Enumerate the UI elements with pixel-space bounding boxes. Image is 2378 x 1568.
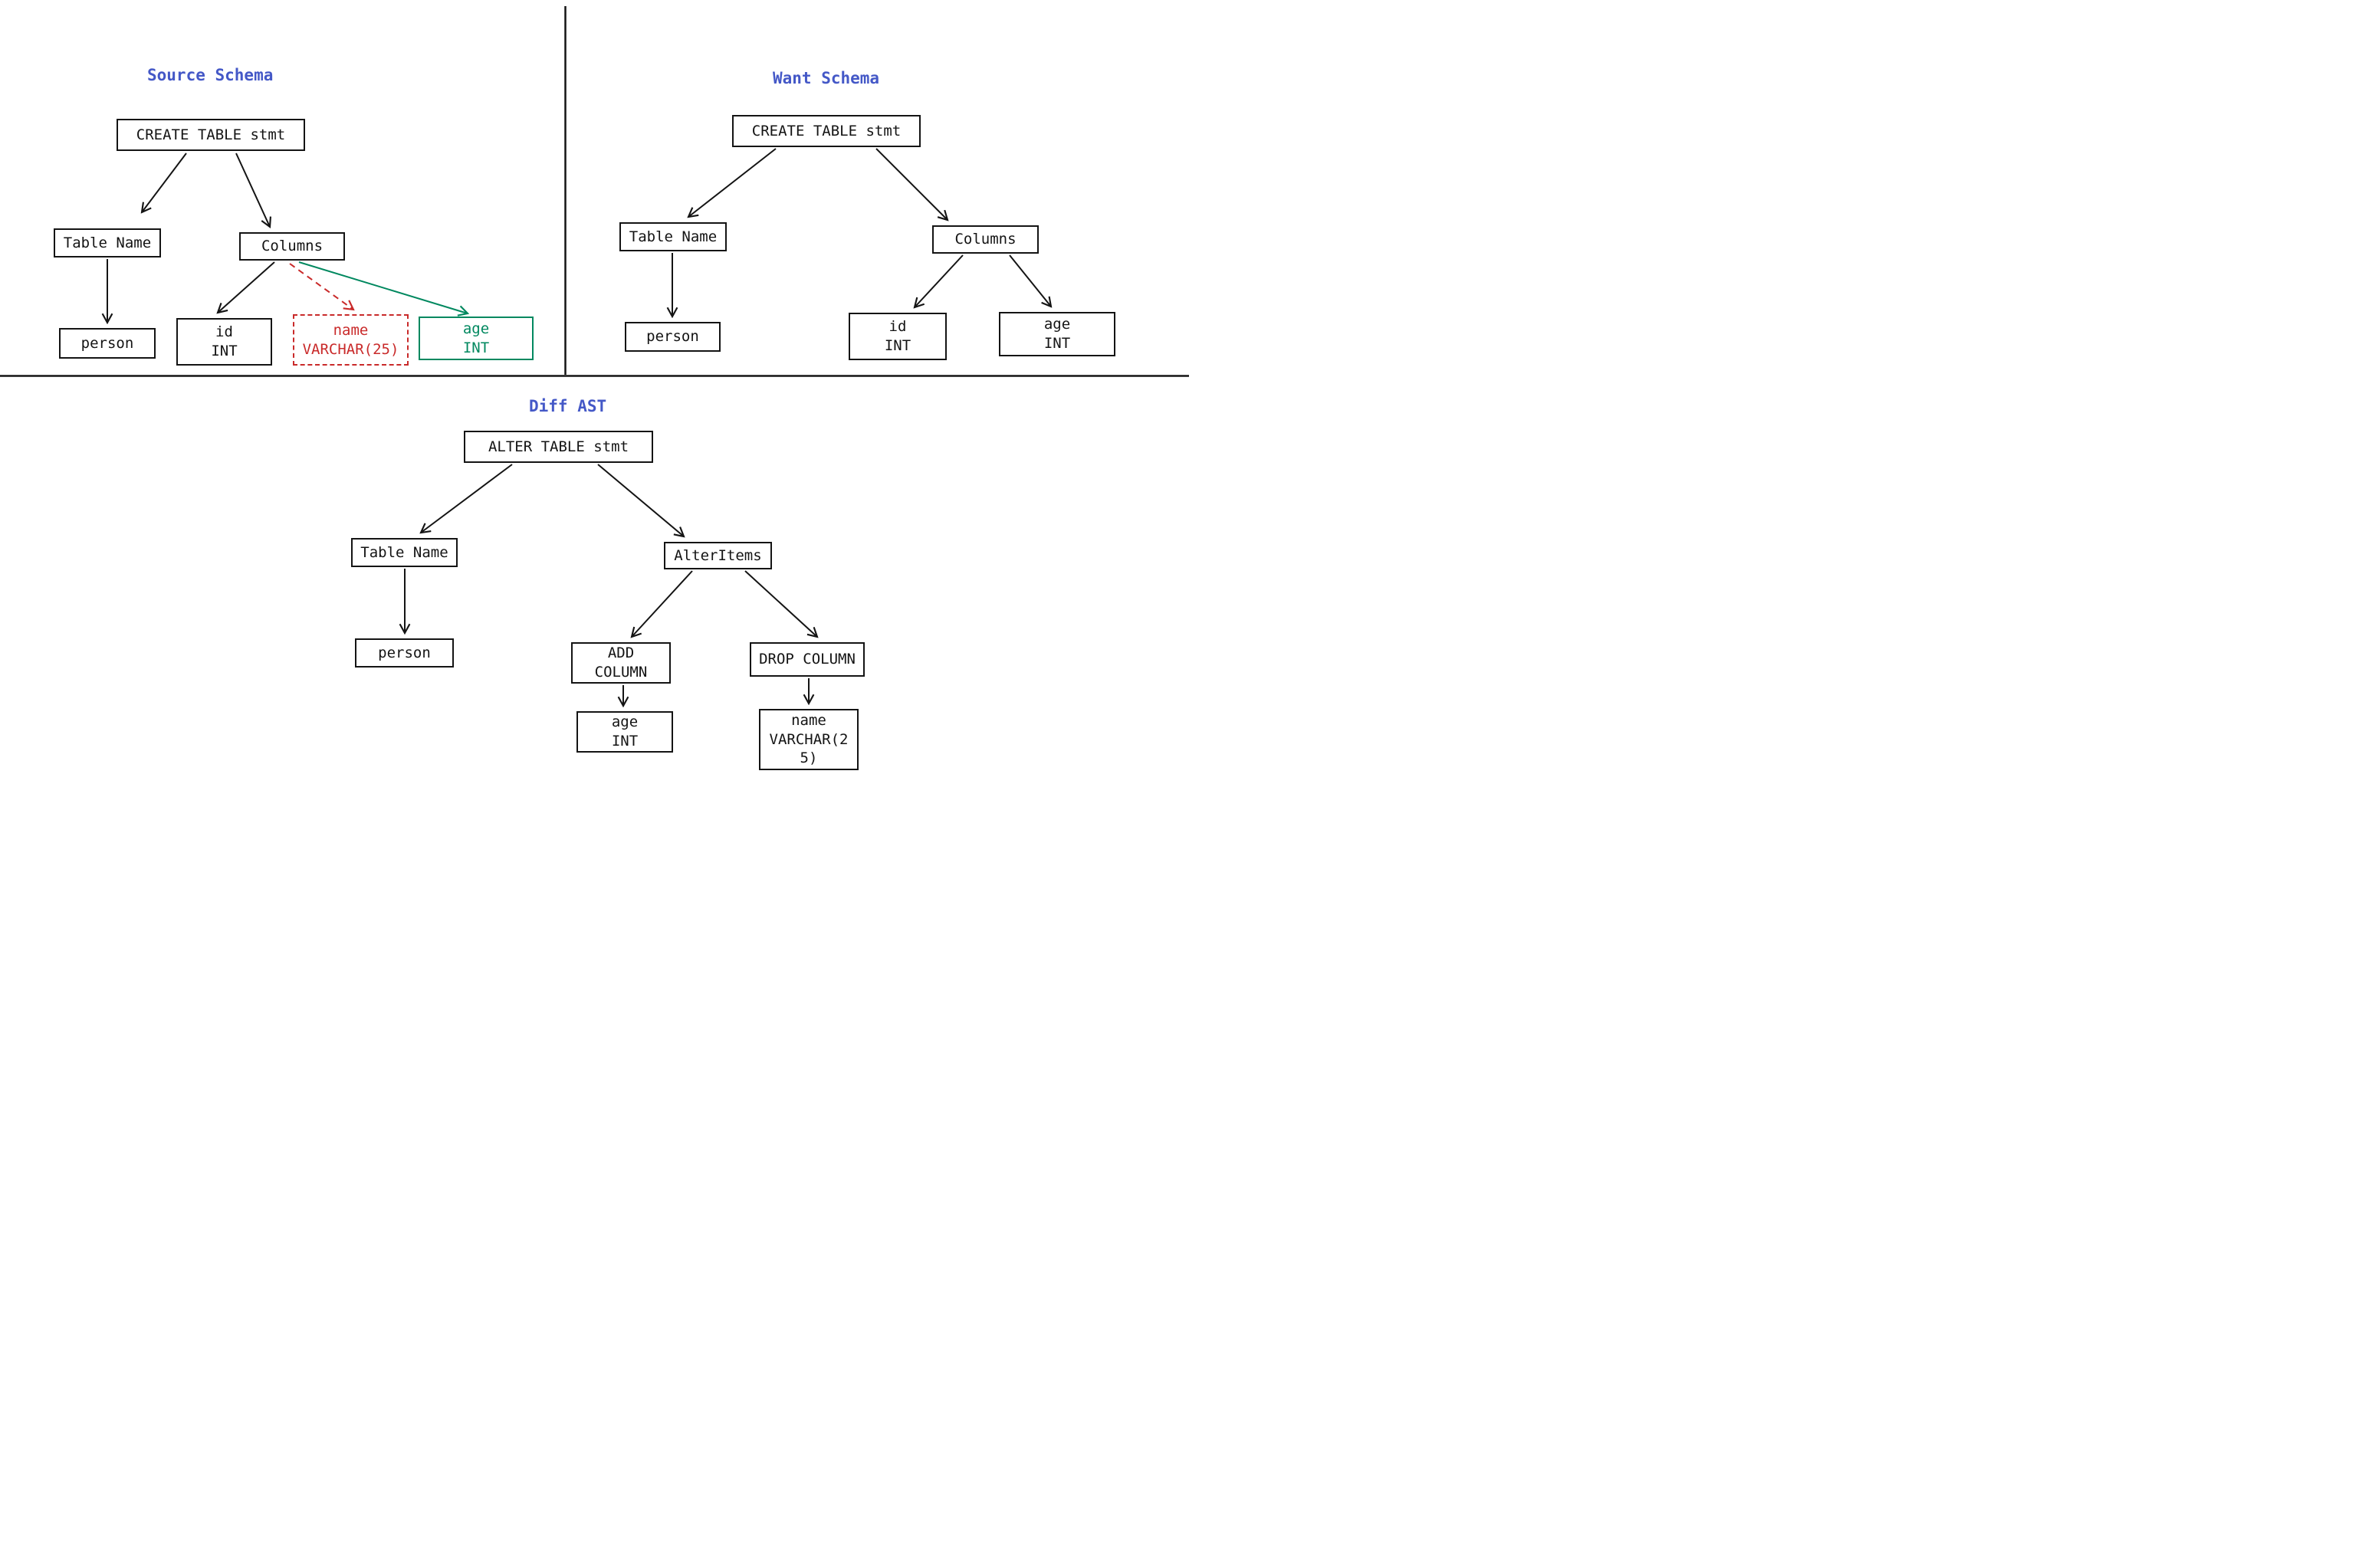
diff-name-column-node: name VARCHAR(2 5) bbox=[759, 709, 859, 770]
want-arrows bbox=[672, 148, 1051, 317]
node-label-line: INT bbox=[462, 339, 490, 356]
node-label-line: id bbox=[888, 318, 907, 336]
arrow-diff-alter-to-alteritems bbox=[597, 464, 684, 536]
arrow-source-columns-to-name-removed bbox=[289, 263, 353, 310]
arrow-diff-alteritems-to-drop-column bbox=[744, 570, 817, 637]
arrow-want-create-to-columns bbox=[875, 148, 948, 220]
arrow-want-columns-to-age bbox=[1009, 254, 1051, 307]
node-label-line: INT bbox=[1043, 335, 1071, 352]
arrow-source-create-to-table-name bbox=[142, 153, 187, 212]
diff-drop-column-node: DROP COLUMN bbox=[750, 642, 865, 677]
diff-person-node: person bbox=[355, 638, 454, 668]
node-label-line: name bbox=[791, 711, 826, 729]
source-person-node: person bbox=[59, 328, 156, 359]
want-person-node: person bbox=[625, 322, 721, 352]
node-label-line: INT bbox=[211, 343, 238, 359]
source-schema-title: Source Schema bbox=[147, 66, 274, 84]
node-label-line: ADD bbox=[607, 645, 635, 662]
diff-arrows bbox=[405, 464, 817, 706]
diff-add-column-node: ADD COLUMN bbox=[571, 642, 671, 684]
source-id-node: id INT bbox=[176, 318, 272, 366]
source-arrows bbox=[107, 153, 275, 323]
node-label-line: name bbox=[333, 321, 369, 339]
node-label-line: age bbox=[462, 320, 490, 337]
arrow-source-create-to-columns bbox=[235, 153, 270, 227]
want-columns-node: Columns bbox=[932, 225, 1039, 254]
arrow-source-columns-to-id bbox=[218, 261, 275, 313]
node-label-line: INT bbox=[611, 733, 639, 750]
source-create-table-node: CREATE TABLE stmt bbox=[117, 119, 305, 151]
arrow-source-columns-to-age-added bbox=[298, 261, 468, 313]
node-label-line: age bbox=[1043, 316, 1071, 333]
node-label-line: 5) bbox=[800, 750, 818, 767]
want-table-name-node: Table Name bbox=[619, 222, 727, 251]
want-schema-title: Want Schema bbox=[773, 69, 880, 87]
node-label-line: age bbox=[611, 713, 639, 731]
arrow-diff-alter-to-table-name bbox=[421, 464, 513, 533]
want-create-table-node: CREATE TABLE stmt bbox=[732, 115, 921, 147]
node-label-line: COLUMN bbox=[594, 664, 648, 681]
node-label-line: INT bbox=[884, 337, 911, 354]
source-table-name-node: Table Name bbox=[54, 228, 161, 258]
diff-alter-items-node: AlterItems bbox=[664, 542, 772, 569]
arrows-layer bbox=[0, 6, 1189, 784]
node-label-line: VARCHAR(25) bbox=[302, 340, 399, 358]
diff-ast-title: Diff AST bbox=[529, 397, 607, 415]
source-age-column-node-added: age INT bbox=[419, 317, 534, 360]
source-columns-node: Columns bbox=[239, 232, 345, 261]
diagram-canvas: Source Schema Want Schema Diff AST CREAT… bbox=[0, 0, 1189, 784]
diff-age-node: age INT bbox=[576, 711, 673, 753]
arrow-want-create-to-table-name bbox=[688, 148, 777, 217]
arrow-want-columns-to-id bbox=[915, 254, 964, 307]
want-id-node: id INT bbox=[849, 313, 947, 360]
arrow-diff-alteritems-to-add-column bbox=[632, 570, 693, 637]
node-label-line: VARCHAR(2 bbox=[769, 730, 849, 748]
diff-table-name-node: Table Name bbox=[351, 538, 458, 567]
source-name-column-node-removed: name VARCHAR(25) bbox=[293, 314, 409, 366]
want-age-node: age INT bbox=[999, 312, 1115, 356]
node-label-line: id bbox=[215, 323, 233, 341]
diff-alter-table-node: ALTER TABLE stmt bbox=[464, 431, 653, 463]
